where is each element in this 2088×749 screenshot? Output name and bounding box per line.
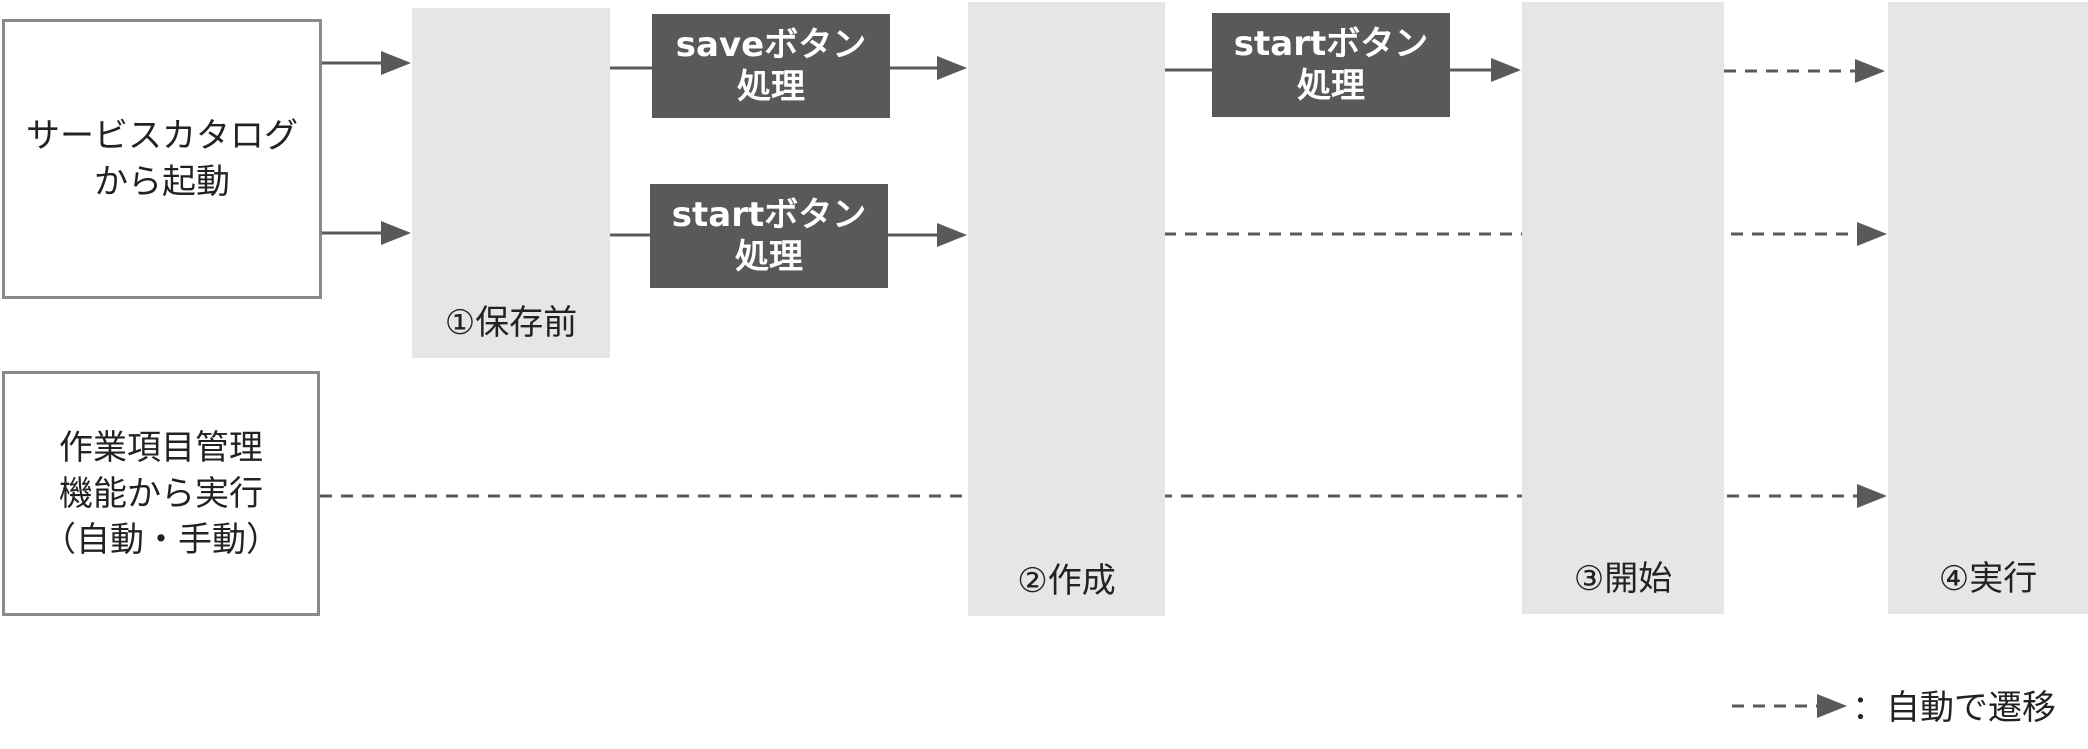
action-box-start-button-from-before-save: startボタン 処理 bbox=[650, 184, 888, 288]
action-line: startボタン bbox=[671, 195, 867, 235]
source-box-service-catalog: サービスカタログ から起動 bbox=[2, 19, 322, 299]
action-line: 処理 bbox=[735, 237, 803, 277]
source-box-work-item-management: 作業項目管理 機能から実行 （自動・手動） bbox=[2, 371, 320, 616]
action-line: 処理 bbox=[1297, 66, 1365, 106]
state-label-started: ③開始 bbox=[1573, 559, 1673, 599]
action-line: startボタン bbox=[1233, 24, 1429, 64]
action-line: 処理 bbox=[737, 67, 805, 107]
source-line: 機能から実行 bbox=[59, 473, 263, 514]
source-line: （自動・手動） bbox=[42, 519, 280, 560]
state-column-started: ③開始 bbox=[1522, 2, 1724, 614]
state-column-created: ②作成 bbox=[968, 2, 1165, 616]
source-line: サービスカタログ bbox=[26, 116, 298, 156]
source-line: から起動 bbox=[94, 162, 230, 202]
state-column-before-save: ①保存前 bbox=[412, 8, 610, 358]
state-label-created: ②作成 bbox=[1017, 561, 1116, 601]
state-label-executed: ④実行 bbox=[1938, 559, 2038, 599]
action-box-start-button-from-created: startボタン 処理 bbox=[1212, 13, 1450, 117]
action-box-save-button: saveボタン 処理 bbox=[652, 14, 890, 118]
source-line: 作業項目管理 bbox=[59, 427, 263, 468]
action-line: saveボタン bbox=[675, 25, 867, 65]
legend-label: ：自動で遷移 bbox=[1852, 688, 2056, 728]
state-column-executed: ④実行 bbox=[1888, 2, 2088, 614]
state-label-before-save: ①保存前 bbox=[444, 303, 578, 343]
